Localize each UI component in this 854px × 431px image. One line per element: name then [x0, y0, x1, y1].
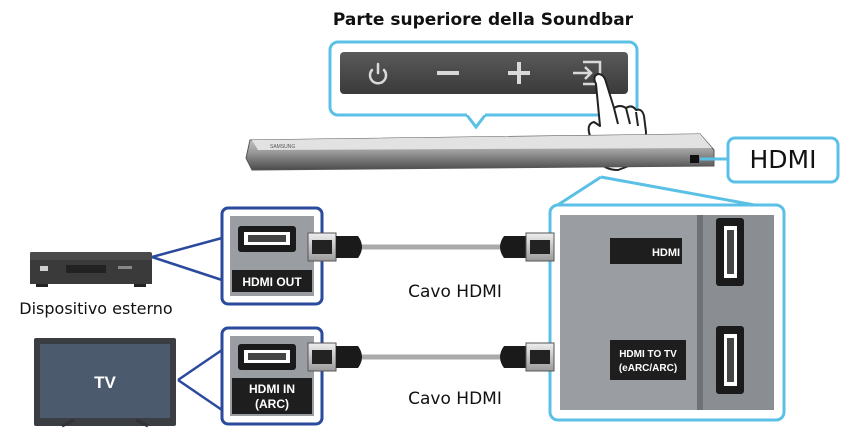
power-icon [368, 62, 388, 85]
top-title: Parte superiore della Soundbar [333, 10, 634, 30]
cable-label-top: Cavo HDMI [408, 282, 502, 302]
soundbar-back-panel: HDMI HDMI TO TV (eARC/ARC) [548, 203, 786, 422]
panel-label-hdmi-to-tv-line2: (eARC/ARC) [619, 363, 677, 374]
soundbar-top-callout [328, 40, 639, 130]
hdmi-port-bottom [716, 326, 744, 394]
port-hdmi-out-label: HDMI OUT [242, 275, 302, 289]
panel-label-hdmi: HDMI [652, 247, 680, 259]
hdmi-in-port-box: HDMI IN (ARC) [220, 326, 324, 426]
hdmi-cable-top [307, 232, 555, 262]
external-device-icon [30, 252, 152, 287]
plus-icon [508, 62, 530, 84]
panel-label-hdmi-to-tv-line1: HDMI TO TV [619, 349, 677, 360]
cable-label-bottom: Cavo HDMI [408, 389, 502, 409]
soundbar: SAMSUNG [245, 133, 715, 171]
hdmi-cable-bottom [307, 342, 555, 372]
external-device-label: Dispositivo esterno [19, 299, 172, 318]
hdmi-callout: HDMI [700, 136, 840, 184]
tv-screen-label: TV [94, 373, 116, 392]
soundbar-brand: SAMSUNG [270, 144, 295, 150]
tv-icon: TV [34, 338, 176, 428]
minus-icon [437, 71, 459, 75]
input-source-icon [573, 60, 602, 86]
device-leader-lines [151, 236, 223, 412]
hdmi-port-top [716, 218, 744, 286]
hdmi-callout-label: HDMI [750, 145, 817, 174]
port-hdmi-in-label-line2: (ARC) [255, 397, 289, 411]
hdmi-out-port-box: HDMI OUT [220, 206, 324, 306]
port-hdmi-in-label-line1: HDMI IN [249, 382, 295, 396]
